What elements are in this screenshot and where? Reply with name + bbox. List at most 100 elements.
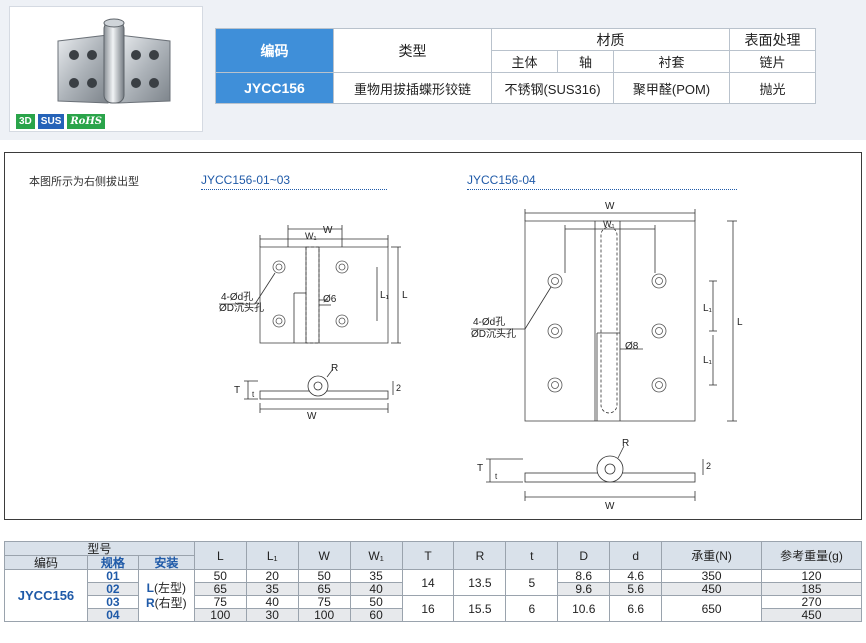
size-d-big-02: 9.6 bbox=[557, 582, 611, 596]
right-side-view bbox=[486, 445, 704, 501]
right-dim-w: W bbox=[605, 201, 615, 212]
size-header-weight: 参考重量(g) bbox=[761, 541, 862, 570]
right-dim-l1-upper: L₁ bbox=[703, 303, 713, 314]
mount-left-text: (左型) bbox=[154, 580, 187, 595]
hinge-photo bbox=[57, 18, 171, 104]
table-row: 04 100 30 100 60 450 bbox=[5, 608, 862, 622]
size-header-r: R bbox=[453, 541, 507, 570]
mount-right-text: (右型) bbox=[154, 595, 187, 610]
size-load-01: 350 bbox=[661, 569, 763, 583]
size-t-big-b: 16 bbox=[401, 595, 455, 622]
size-weight-01: 120 bbox=[761, 569, 862, 583]
left-counterbore-label: ØD沉头孔 bbox=[219, 301, 264, 314]
size-header-code: 编码 bbox=[4, 555, 88, 570]
right-dim-l1-lower: L₁ bbox=[703, 355, 713, 366]
hinge-drawings: W W₁ 4-Ød孔 ØD沉头孔 Ø6 L L₁ T t R 2 W bbox=[219, 201, 743, 512]
size-l-04: 100 bbox=[193, 608, 247, 622]
right-dim-2: 2 bbox=[706, 461, 711, 471]
spec-header-code: 编码 bbox=[215, 28, 334, 73]
right-counterbore-label: ØD沉头孔 bbox=[471, 327, 516, 340]
left-pin-diameter: Ø6 bbox=[323, 294, 337, 305]
spec-finish: 抛光 bbox=[729, 72, 816, 104]
spec-table: 编码 类型 材质 表面处理 主体 轴 衬套 链片 JYCC156 重物用拔插蝶形… bbox=[215, 28, 816, 104]
size-weight-02: 185 bbox=[761, 582, 862, 596]
size-w1-03: 50 bbox=[349, 595, 403, 609]
size-header-t-big: T bbox=[401, 541, 455, 570]
size-mount: L(左型) R(右型) bbox=[137, 569, 195, 622]
left-dim-w1: W₁ bbox=[305, 231, 317, 241]
size-header-l: L bbox=[193, 541, 247, 570]
left-dim-w: W bbox=[323, 225, 333, 236]
spec-code: JYCC156 bbox=[215, 72, 334, 104]
size-load-02: 450 bbox=[661, 582, 763, 596]
mount-right-code: R bbox=[146, 595, 155, 610]
badge-sus: SUS bbox=[37, 114, 65, 129]
product-header-band: 3D SUS RoHS 编码 类型 材质 表面处理 主体 轴 衬套 链片 JYC… bbox=[0, 0, 866, 140]
right-dim-w1: W₁ bbox=[603, 219, 615, 229]
left-front-view bbox=[219, 225, 401, 344]
spec-header-material: 材质 bbox=[491, 28, 730, 51]
mount-left: L(左型) bbox=[139, 581, 194, 596]
left-dim-r: R bbox=[331, 363, 338, 374]
right-dim-t-lower: t bbox=[495, 472, 498, 481]
left-dim-t-lower: t bbox=[252, 390, 255, 399]
left-hole-label: 4-Ød孔 bbox=[221, 291, 253, 303]
size-header-w1: W₁ bbox=[349, 541, 403, 570]
size-weight-03: 270 bbox=[761, 595, 862, 609]
size-w-04: 100 bbox=[297, 608, 351, 622]
table-row: 02 65 35 65 40 9.6 5.6 450 185 bbox=[5, 582, 862, 596]
right-dim-t-upper: T bbox=[477, 463, 483, 474]
right-dim-r: R bbox=[622, 438, 629, 449]
size-spec-02: 02 bbox=[86, 582, 139, 596]
size-header-spec: 规格 bbox=[86, 555, 139, 570]
size-d-small-b: 6.6 bbox=[609, 595, 663, 622]
right-side-dim-w: W bbox=[605, 501, 615, 512]
size-d-big-01: 8.6 bbox=[557, 569, 611, 583]
size-spec-03: 03 bbox=[86, 595, 139, 609]
size-t-small-b: 6 bbox=[505, 595, 559, 622]
size-code: JYCC156 bbox=[4, 569, 88, 622]
right-front-view bbox=[471, 209, 737, 422]
size-r-a: 13.5 bbox=[453, 569, 507, 596]
size-load-b: 650 bbox=[661, 595, 763, 622]
technical-drawing-panel: 本图所示为右侧拔出型 JYCC156-01~03 JYCC156-04 bbox=[4, 152, 862, 520]
size-group-header: 型号 bbox=[4, 541, 195, 556]
size-r-b: 15.5 bbox=[453, 595, 507, 622]
size-l1-01: 20 bbox=[245, 569, 299, 583]
size-spec-01: 01 bbox=[86, 569, 139, 583]
size-header-d-big: D bbox=[557, 541, 611, 570]
right-dim-l: L bbox=[737, 317, 743, 328]
size-header-d-small: d bbox=[609, 541, 663, 570]
drawing-left-title: JYCC156-01~03 bbox=[201, 173, 387, 190]
badge-row: 3D SUS RoHS bbox=[16, 114, 106, 129]
size-w1-01: 35 bbox=[349, 569, 403, 583]
size-l-03: 75 bbox=[193, 595, 247, 609]
size-l1-02: 35 bbox=[245, 582, 299, 596]
left-side-view bbox=[244, 368, 394, 413]
size-l1-03: 40 bbox=[245, 595, 299, 609]
size-t-big-a: 14 bbox=[401, 569, 455, 596]
size-d-small-01: 4.6 bbox=[609, 569, 663, 583]
table-row: JYCC156 01 L(左型) R(右型) 50 20 50 35 14 13… bbox=[4, 569, 862, 622]
size-l1-04: 30 bbox=[245, 608, 299, 622]
size-weight-04: 450 bbox=[761, 608, 862, 622]
size-w1-04: 60 bbox=[349, 608, 403, 622]
left-dim-l: L bbox=[402, 290, 408, 301]
spec-header-bushing: 衬套 bbox=[613, 50, 730, 73]
right-pin-diameter: Ø8 bbox=[625, 341, 639, 352]
size-header-l1: L₁ bbox=[245, 541, 299, 570]
size-w-02: 65 bbox=[297, 582, 351, 596]
size-l-02: 65 bbox=[193, 582, 247, 596]
left-side-dim-w: W bbox=[307, 411, 317, 422]
size-header-mount: 安装 bbox=[137, 555, 195, 570]
size-l-01: 50 bbox=[193, 569, 247, 583]
spec-type: 重物用拔插蝶形铰链 bbox=[333, 72, 492, 104]
size-table: 型号 L L₁ W W₁ T R t D d 承重(N) 参考重量(g) 编码 … bbox=[4, 541, 862, 622]
left-dim-t-upper: T bbox=[234, 385, 240, 396]
left-dim-l1: L₁ bbox=[380, 290, 390, 301]
size-d-small-02: 5.6 bbox=[609, 582, 663, 596]
right-hole-label: 4-Ød孔 bbox=[473, 316, 505, 328]
spec-main-shaft: 不锈钢(SUS316) bbox=[491, 72, 614, 104]
size-t-small-a: 5 bbox=[505, 569, 559, 596]
spec-header-main: 主体 bbox=[491, 50, 558, 73]
